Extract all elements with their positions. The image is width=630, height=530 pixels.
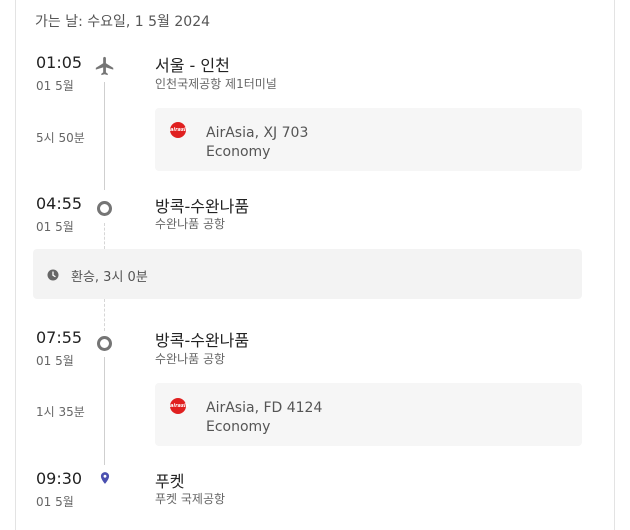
airline-flight-number: AirAsia, FD 4124 bbox=[206, 400, 323, 416]
departure-time: 01:05 bbox=[36, 53, 83, 72]
layover-duration: 환승, 3시 0분 bbox=[71, 270, 148, 285]
departure-city: 서울 - 인천 bbox=[155, 56, 230, 75]
airasia-logo: airasia bbox=[170, 398, 189, 414]
arrival-time: 09:30 bbox=[36, 469, 83, 488]
ring-icon bbox=[97, 201, 112, 216]
departure-city: 방콕-수완나품 bbox=[155, 331, 250, 350]
departure-time: 07:55 bbox=[36, 328, 83, 347]
departure-airport: 수완나품 공항 bbox=[155, 352, 226, 366]
timeline-line bbox=[104, 82, 105, 190]
arrival-airport: 수완나품 공항 bbox=[155, 217, 226, 231]
timeline-dashed-line bbox=[104, 299, 105, 331]
location-pin-icon bbox=[100, 472, 110, 484]
departure-date: 01 5월 bbox=[36, 354, 74, 368]
airline-flight-number: AirAsia, XJ 703 bbox=[206, 125, 309, 141]
arrival-airport: 푸켓 국제공항 bbox=[155, 492, 226, 506]
cabin-class: Economy bbox=[206, 419, 271, 435]
arrival-city: 푸켓 bbox=[155, 472, 185, 491]
flight-duration: 1시 35분 bbox=[36, 405, 85, 419]
timeline-line bbox=[104, 357, 105, 465]
ring-icon bbox=[97, 336, 112, 351]
airasia-logo: airasia bbox=[170, 122, 189, 138]
timeline-dashed-line bbox=[104, 223, 105, 249]
arrival-city: 방콕-수완나품 bbox=[155, 197, 250, 216]
arrival-time: 04:55 bbox=[36, 194, 83, 213]
cabin-class: Economy bbox=[206, 144, 271, 160]
flight-duration: 5시 50분 bbox=[36, 131, 85, 145]
arrival-date: 01 5월 bbox=[36, 495, 74, 509]
departure-airport: 인천국제공항 제1터미널 bbox=[155, 77, 277, 91]
flight-info-box bbox=[155, 108, 582, 171]
flight-info-box bbox=[155, 383, 582, 446]
outbound-date-header: 가는 날: 수요일, 1 5월 2024 bbox=[35, 14, 211, 30]
clock-icon bbox=[47, 269, 59, 281]
arrival-date: 01 5월 bbox=[36, 220, 74, 234]
departure-date: 01 5월 bbox=[36, 79, 74, 93]
airplane-icon bbox=[95, 56, 114, 76]
layover-box bbox=[33, 249, 582, 299]
